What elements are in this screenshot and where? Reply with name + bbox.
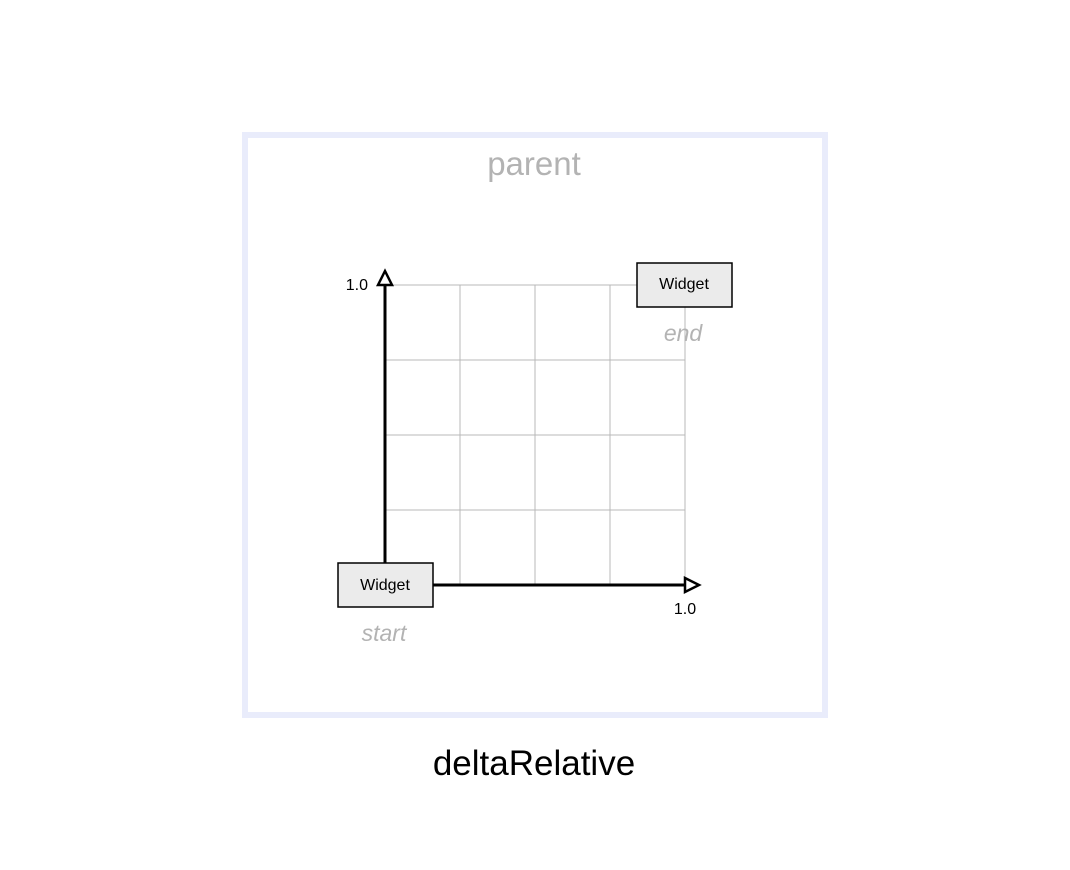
end-widget-label: Widget — [659, 276, 709, 293]
relative-grid — [385, 284, 686, 585]
diagram-caption: deltaRelative — [433, 744, 635, 783]
end-widget: Widget — [636, 262, 733, 308]
end-widget-box — [636, 262, 733, 308]
x-axis-max-label: 1.0 — [674, 601, 696, 618]
y-axis-max-label: 1.0 — [346, 277, 368, 294]
start-widget: Widget — [337, 562, 434, 608]
y-axis-arrow-icon — [375, 268, 395, 287]
start-widget-box — [337, 562, 434, 608]
start-state-label: start — [362, 620, 408, 646]
parent-label: parent — [487, 145, 581, 182]
start-widget-label: Widget — [360, 577, 410, 594]
end-state-label: end — [664, 320, 704, 346]
parent-container — [242, 132, 828, 718]
x-axis-arrow-icon — [683, 575, 702, 595]
